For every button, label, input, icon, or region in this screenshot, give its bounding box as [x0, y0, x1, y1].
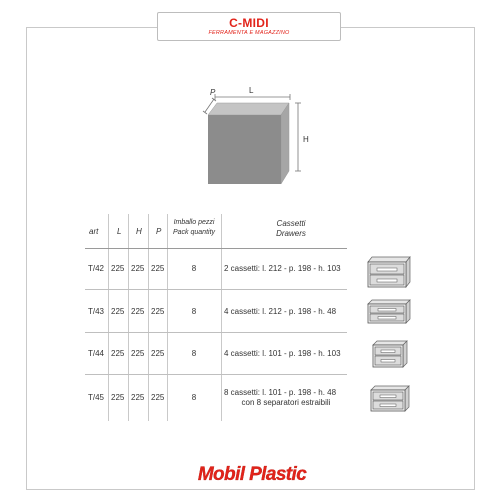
cell-l: 225 [111, 307, 125, 316]
page-title: C-MIDI [229, 16, 269, 30]
cell-art: T/45 [88, 393, 105, 402]
col-divider [128, 214, 129, 421]
header-l: L [117, 227, 122, 236]
cell-pack: 8 [191, 264, 197, 273]
col-divider [148, 214, 149, 421]
header-cassetti-en: Drawers [276, 229, 306, 238]
cell-drawers: 8 cassetti: l. 101 - p. 198 - h. 48 [224, 388, 337, 397]
cell-p: 225 [151, 349, 165, 358]
header-pack-en: Pack quantity [172, 229, 216, 236]
cell-pack: 8 [191, 393, 197, 402]
box-front-face [208, 115, 281, 184]
cell-drawers: 2 cassetti: l. 212 - p. 198 - h. 103 [224, 264, 341, 273]
drawer-4-narrow-icon [372, 340, 408, 368]
col-divider [167, 214, 168, 421]
box-dimension-figure: P L H [202, 86, 309, 185]
cell-h: 225 [131, 307, 145, 316]
drawer-4-flat-icon [367, 299, 411, 324]
row-divider [85, 332, 347, 333]
label-h: H [303, 135, 309, 144]
header-h: H [136, 227, 142, 236]
cell-drawers-note: con 8 separatori estraibili [241, 398, 331, 407]
drawer-8-separators-icon [370, 385, 410, 412]
cell-l: 225 [111, 264, 125, 273]
row-divider [85, 374, 347, 375]
header-pack-it: Imballo pezzi [173, 219, 215, 226]
row-divider [85, 248, 347, 249]
cell-drawers: 4 cassetti: l. 101 - p. 198 - h. 103 [224, 349, 341, 358]
cell-art: T/42 [88, 264, 105, 273]
header-art: art [89, 227, 99, 236]
cell-p: 225 [151, 264, 165, 273]
header-p: P [156, 227, 162, 236]
label-l: L [249, 86, 254, 95]
title-box: C-MIDI FERRAMENTA E MAGAZZINO [157, 12, 341, 41]
col-divider [221, 214, 222, 421]
label-p: P [210, 88, 216, 97]
cell-l: 225 [111, 393, 125, 402]
cell-art: T/44 [88, 349, 105, 358]
cell-h: 225 [131, 393, 145, 402]
cell-art: T/43 [88, 307, 105, 316]
cell-l: 225 [111, 349, 125, 358]
drawer-2-large-icon [367, 256, 411, 288]
cell-pack: 8 [191, 349, 197, 358]
page-subtitle: FERRAMENTA E MAGAZZINO [208, 30, 290, 36]
row-divider [85, 289, 347, 290]
cell-h: 225 [131, 349, 145, 358]
mobil-plastic-logo: Mobil Plastic [198, 464, 308, 485]
cell-p: 225 [151, 307, 165, 316]
cell-pack: 8 [191, 307, 197, 316]
brand-text: Mobil Plastic [198, 464, 307, 485]
box-top-face [207, 102, 290, 116]
header-cassetti-it: Cassetti [276, 219, 306, 228]
cell-p: 225 [151, 393, 165, 402]
box-side-face [280, 102, 290, 185]
cell-h: 225 [131, 264, 145, 273]
col-divider [108, 214, 109, 421]
cell-drawers: 4 cassetti: l. 212 - p. 198 - h. 48 [224, 307, 337, 316]
